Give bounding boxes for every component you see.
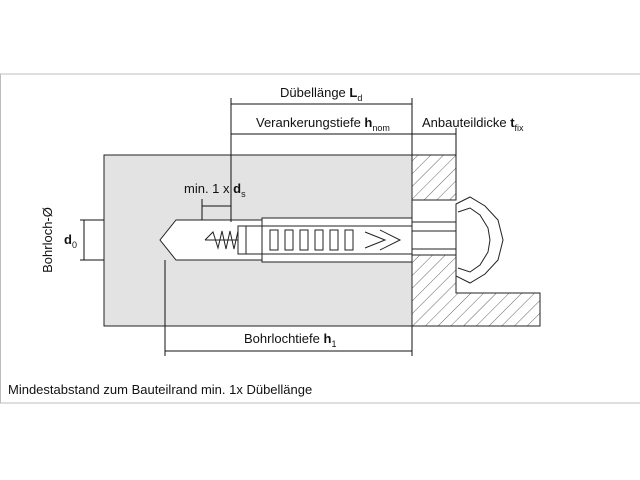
dim-bohrlochtiefe <box>164 260 413 356</box>
dim-anbauteildicke <box>412 128 457 155</box>
dowel-body <box>237 225 263 255</box>
dim-duebellaenge <box>230 98 413 222</box>
label-duebellaenge: Dübellänge Ld <box>280 85 362 103</box>
label-bohrlochtiefe: Bohrlochtiefe h1 <box>244 331 336 349</box>
dowel-ribs <box>269 229 402 251</box>
screw-thread <box>204 230 239 250</box>
dim-d0 <box>80 219 104 261</box>
footer-note: Mindestabstand zum Bauteilrand min. 1x D… <box>8 382 312 397</box>
label-bohrloch: Bohrloch-Ø <box>40 207 55 273</box>
screw-head <box>455 196 504 284</box>
screw-shank <box>411 230 457 250</box>
dim-min-distance <box>201 199 231 220</box>
label-d0: d0 <box>64 232 77 250</box>
label-min-distance: min. 1 x ds <box>184 181 246 199</box>
label-anbauteildicke: Anbauteildicke tfix <box>422 115 524 133</box>
label-verankerungstiefe: Verankerungstiefe hnom <box>256 115 390 133</box>
screw-head-inner <box>457 207 491 273</box>
